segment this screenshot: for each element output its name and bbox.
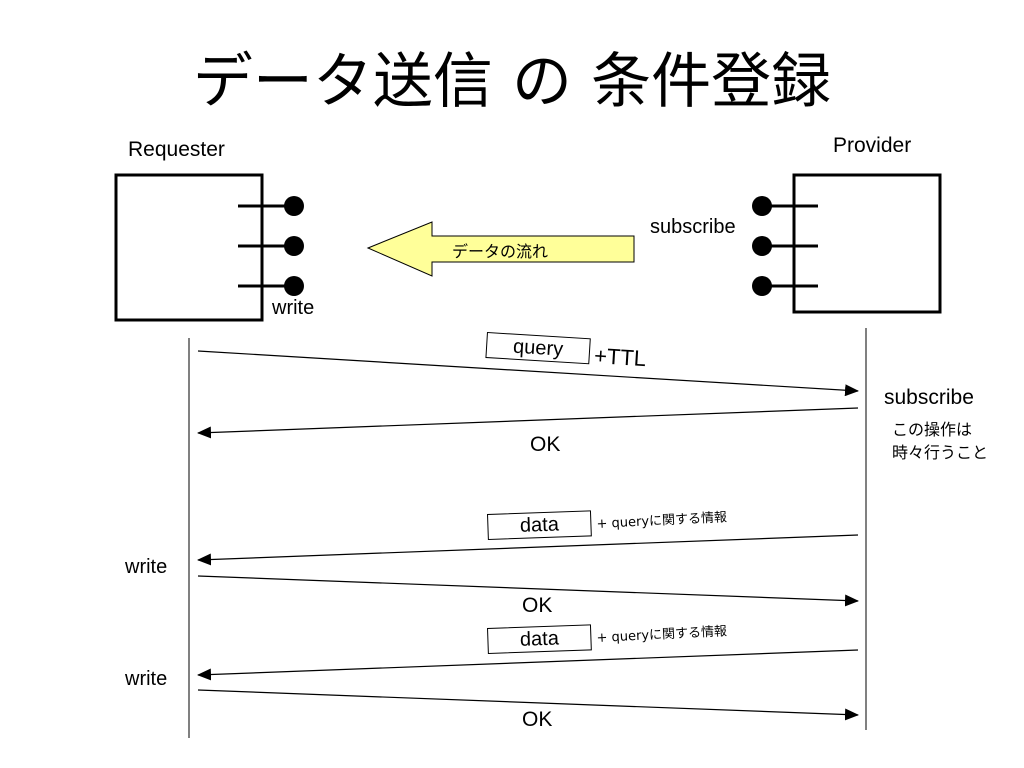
write-label-1: write <box>125 556 168 578</box>
requester-port-label: write <box>272 297 315 319</box>
ttl-label: +TTL <box>593 343 647 372</box>
ok-label-1: OK <box>530 433 561 456</box>
provider-port-3 <box>752 276 772 296</box>
ok-response-arrow-1 <box>197 407 859 439</box>
write-label-2: write <box>125 668 168 690</box>
data-flow-arrow <box>366 221 635 277</box>
data-message-arrow-2 <box>197 649 859 681</box>
ok-label-3: OK <box>522 708 553 731</box>
requester-label: Requester <box>128 138 225 161</box>
data-flow-label: データの流れ <box>452 242 549 261</box>
requester-port-1 <box>284 196 304 216</box>
data-box-1: data <box>487 510 592 540</box>
subscribe-note-line1: この操作は <box>892 420 973 439</box>
provider-port-1 <box>752 196 772 216</box>
subscribe-note-line2: 時々行うこと <box>892 443 989 462</box>
ok-label-2: OK <box>522 594 553 617</box>
subscribe-label: subscribe <box>884 386 974 409</box>
ok-response-arrow-2 <box>197 575 859 607</box>
requester-port-2 <box>284 236 304 256</box>
data-box-2: data <box>487 624 592 654</box>
data-message-arrow-1 <box>197 534 859 566</box>
provider-port-2 <box>752 236 772 256</box>
provider-label: Provider <box>833 134 912 157</box>
query-message-arrow <box>197 350 859 397</box>
ok-response-arrow-3 <box>197 689 859 721</box>
provider-port-label: subscribe <box>650 216 736 238</box>
requester-port-3 <box>284 276 304 296</box>
provider-box <box>792 173 942 314</box>
slide-title: データ送信 の 条件登録 <box>192 47 832 117</box>
